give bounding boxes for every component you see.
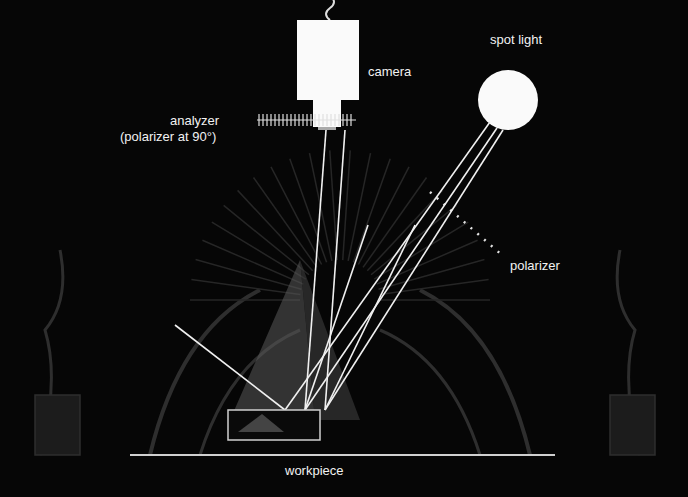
analyzer-label: analyzer [170, 113, 219, 128]
polarizer-label: polarizer [510, 258, 560, 273]
workpiece-label: workpiece [285, 463, 344, 478]
table-surface [130, 454, 555, 456]
polarizer-filter [430, 192, 503, 256]
analyzer-filter [257, 114, 356, 126]
camera-lens [313, 100, 341, 127]
camera-body [297, 20, 359, 100]
camera-cable [326, 0, 334, 20]
spot-light-label: spot light [490, 32, 542, 47]
workpiece-detail [238, 414, 284, 432]
workpiece-block [228, 410, 320, 440]
light-rays [175, 122, 503, 410]
spot-light [478, 70, 538, 130]
camera-label: camera [368, 64, 411, 79]
analyzer-note: (polarizer at 90°) [120, 129, 216, 144]
watermark-emblem [35, 150, 655, 455]
lens-rim [318, 127, 336, 130]
